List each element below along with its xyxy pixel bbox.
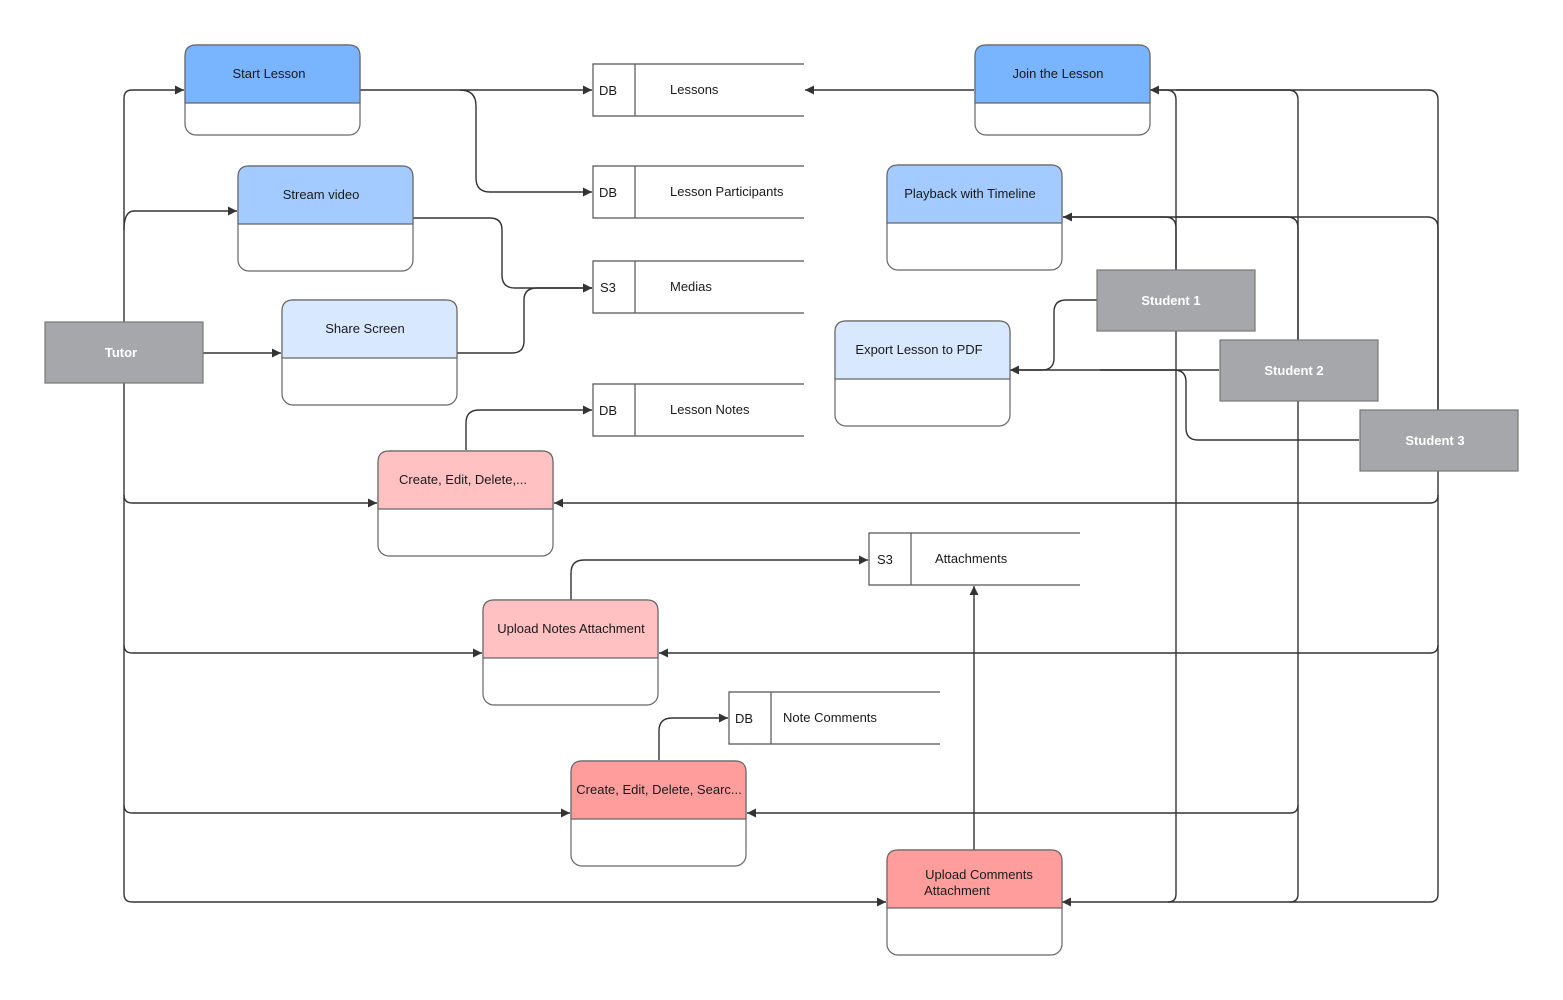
data-store-lesson-participants: DB Lesson Participants (592, 165, 804, 219)
edge-tutor-stream-video (123, 206, 237, 231)
process-comments-crud[interactable]: Create, Edit, Delete, Searc... (570, 760, 747, 867)
edge-tutor-upload-comments-attachment (123, 805, 886, 907)
actor-label: Student 3 (1405, 433, 1464, 448)
edge-student1-bus-down (1167, 331, 1177, 903)
process-label: Join the Lesson (1012, 66, 1103, 81)
store-name: Lessons (670, 82, 719, 97)
edge-upload-notes-attachments (570, 555, 868, 600)
edge-students-comments-crud (747, 804, 1299, 818)
edge-student1-playback (1063, 216, 1177, 270)
process-share-screen[interactable]: Share Screen (281, 299, 458, 406)
edge-comments-crud-note-comments (658, 713, 728, 760)
data-store-lessons: DB Lessons (592, 63, 804, 117)
store-name: Medias (670, 279, 712, 294)
store-type: S3 (877, 552, 893, 567)
actor-student-3[interactable]: Student 3 (1359, 409, 1519, 472)
edge-student3-bus-down (1429, 471, 1439, 903)
store-type: S3 (600, 280, 616, 295)
edge-student2-bus-down (1289, 401, 1299, 903)
edge-student3-playback (1063, 212, 1439, 410)
process-label: Export Lesson to PDF (855, 342, 982, 357)
data-store-note-comments: DB Note Comments (728, 691, 940, 745)
store-name: Lesson Notes (670, 402, 750, 417)
process-label-line2: Attachment (924, 883, 990, 898)
process-notes-crud[interactable]: Create, Edit, Delete,... (377, 450, 554, 557)
process-start-lesson[interactable]: Start Lesson (184, 44, 361, 136)
edge-student1-export (1010, 299, 1097, 375)
store-type: DB (599, 185, 617, 200)
actor-label: Tutor (105, 345, 137, 360)
actor-label: Student 2 (1264, 363, 1323, 378)
store-type: DB (599, 403, 617, 418)
edges (123, 85, 1439, 907)
edge-notes-crud-lesson-notes (465, 405, 592, 450)
process-label-line1: Upload Comments (925, 867, 1033, 882)
process-label: Create, Edit, Delete, Searc... (576, 782, 741, 797)
edge-stream-video-medias (413, 217, 592, 293)
process-stream-video[interactable]: Stream video (237, 165, 414, 272)
store-name: Lesson Participants (670, 184, 784, 199)
process-label: Stream video (283, 187, 360, 202)
process-label: Share Screen (325, 321, 405, 336)
edge-students-notes-crud (554, 494, 1439, 508)
edge-start-lesson-participants (459, 89, 592, 197)
edge-student3-export (1100, 369, 1359, 441)
edge-students-upload-notes-attachment (659, 644, 1439, 658)
actor-student-2[interactable]: Student 2 (1219, 339, 1379, 402)
actor-student-1[interactable]: Student 1 (1096, 269, 1256, 332)
process-export-pdf[interactable]: Export Lesson to PDF (834, 320, 1011, 427)
edge-student3-join (1150, 85, 1439, 410)
store-name: Note Comments (783, 710, 877, 725)
data-store-lesson-notes: DB Lesson Notes (592, 383, 804, 437)
store-name: Attachments (935, 551, 1008, 566)
store-type: DB (735, 711, 753, 726)
process-playback[interactable]: Playback with Timeline (886, 164, 1063, 271)
data-store-attachments: S3 Attachments (868, 532, 1080, 586)
actor-tutor[interactable]: Tutor (44, 321, 204, 384)
data-store-medias: S3 Medias (592, 260, 804, 314)
actor-label: Student 1 (1141, 293, 1200, 308)
process-label: Create, Edit, Delete,... (399, 472, 527, 487)
edge-tutor-start-lesson (123, 85, 184, 322)
process-label: Upload Notes Attachment (497, 621, 645, 636)
store-type: DB (599, 83, 617, 98)
process-upload-comments-attachment[interactable]: Upload Comments Attachment (886, 849, 1063, 956)
edge-student1-bus (1150, 89, 1177, 270)
process-upload-notes-attachment[interactable]: Upload Notes Attachment (482, 599, 659, 706)
process-label: Playback with Timeline (904, 186, 1036, 201)
process-join-lesson[interactable]: Join the Lesson (974, 44, 1151, 136)
edge-share-screen-medias (457, 283, 592, 354)
process-label: Start Lesson (233, 66, 306, 81)
